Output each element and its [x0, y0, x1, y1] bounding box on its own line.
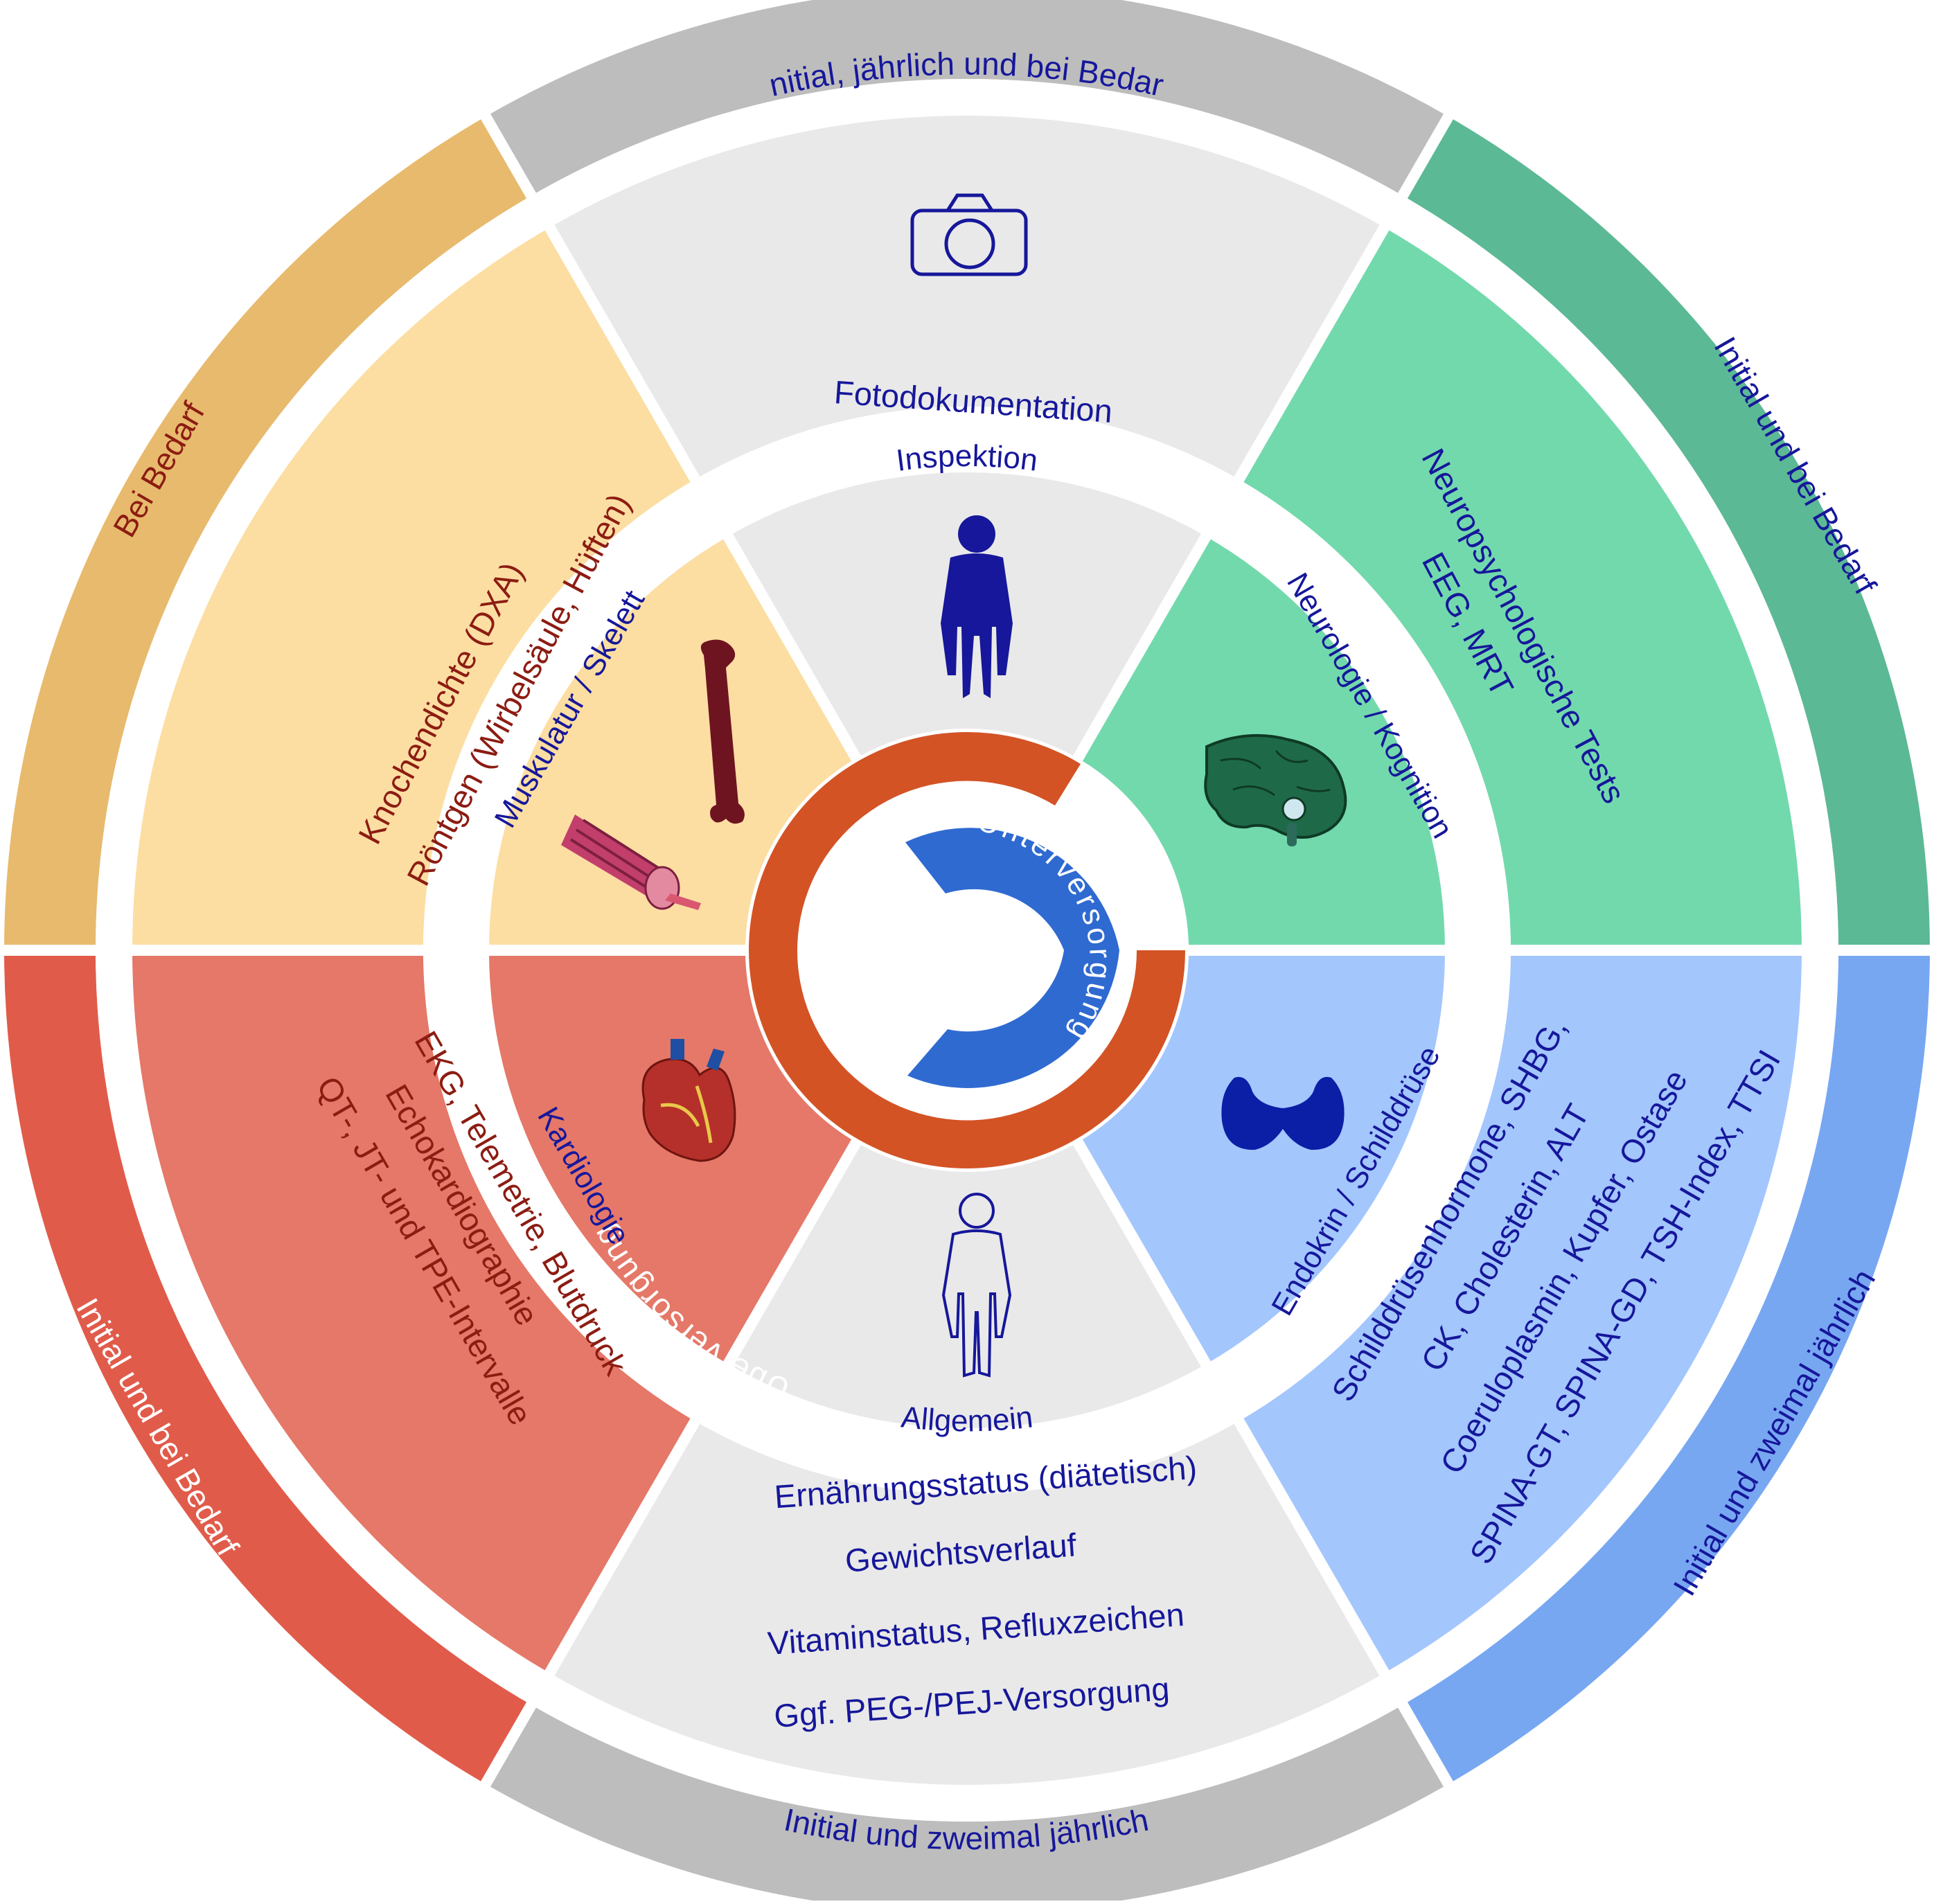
frequency-segment-kardiologie [4, 950, 531, 1784]
icon-band [489, 472, 1446, 1428]
center-disc [745, 729, 1189, 1172]
frequency-segment-allgemein [486, 1705, 1448, 1904]
detail-segment-kardiologie [132, 950, 695, 1673]
category-inspektion: Inspektion [894, 439, 1040, 478]
brain-icon [1204, 733, 1347, 846]
frequency-segment-inspektion [486, 0, 1448, 196]
category-allgemein: Allgemein [899, 1400, 1034, 1438]
thyroid-icon [1221, 1076, 1345, 1150]
frequency-segment-endokrin [1403, 950, 1930, 1784]
detail-band [132, 115, 1802, 1785]
underuse-arc [905, 828, 1119, 1088]
frequency-segment-muskulatur [4, 116, 531, 950]
frequency-ring [4, 0, 1930, 1904]
icon-segment-allgemein [728, 1142, 1206, 1428]
bone-icon [700, 639, 745, 824]
icon-segment-endokrin [1078, 950, 1446, 1364]
camera-icon [910, 193, 1028, 276]
muscle-icon [561, 815, 701, 910]
frequency-segment-neurologie [1403, 116, 1930, 950]
icon-segment-kardiologie [489, 950, 856, 1364]
detail-segment-neurologie [1239, 227, 1802, 950]
human-body-icon [941, 515, 1013, 698]
detail-segment-endokrin [1239, 950, 1802, 1673]
detail-segment-inspektion [549, 115, 1385, 480]
detail-segment-muskulatur [132, 227, 695, 950]
heart-icon [641, 1039, 736, 1162]
body-outline-icon [941, 1193, 1012, 1378]
detail-segment-allgemein [549, 1421, 1385, 1785]
